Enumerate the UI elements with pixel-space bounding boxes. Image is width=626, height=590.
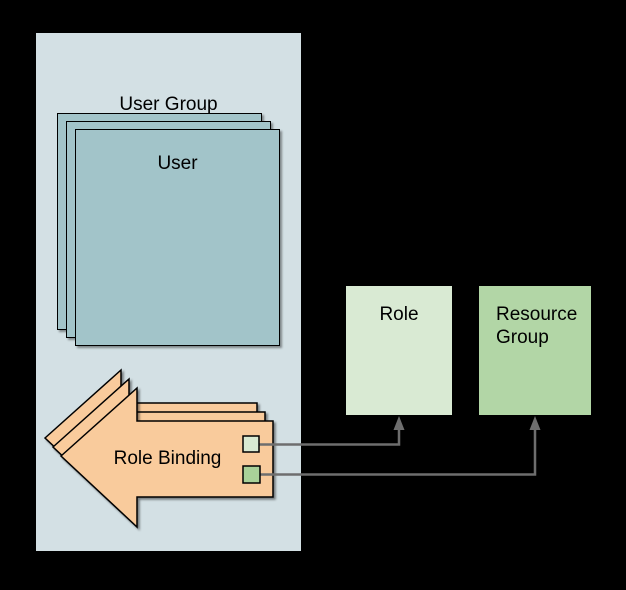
user-card-front: User bbox=[75, 129, 280, 346]
role-binding-arrow-front bbox=[59, 386, 274, 529]
role-binding-label: Role Binding bbox=[113, 448, 222, 469]
role-binding-arrow-stack bbox=[43, 368, 274, 529]
connector-role bbox=[259, 416, 405, 446]
user-label: User bbox=[157, 153, 198, 174]
resource-group-box: Resource Group bbox=[478, 285, 592, 416]
role-label: Role bbox=[379, 304, 419, 325]
role-port-square bbox=[242, 435, 260, 453]
connector-resource-group bbox=[260, 416, 541, 476]
connector-role-arrowhead bbox=[393, 416, 405, 430]
user-group-container: User Group User bbox=[36, 33, 301, 551]
resource-group-label: Resource Group bbox=[496, 304, 578, 348]
resource-port-square bbox=[242, 465, 261, 484]
connector-resource-group-arrowhead bbox=[529, 416, 541, 430]
user-group-label: User Group bbox=[119, 94, 218, 115]
role-box: Role bbox=[345, 285, 453, 416]
